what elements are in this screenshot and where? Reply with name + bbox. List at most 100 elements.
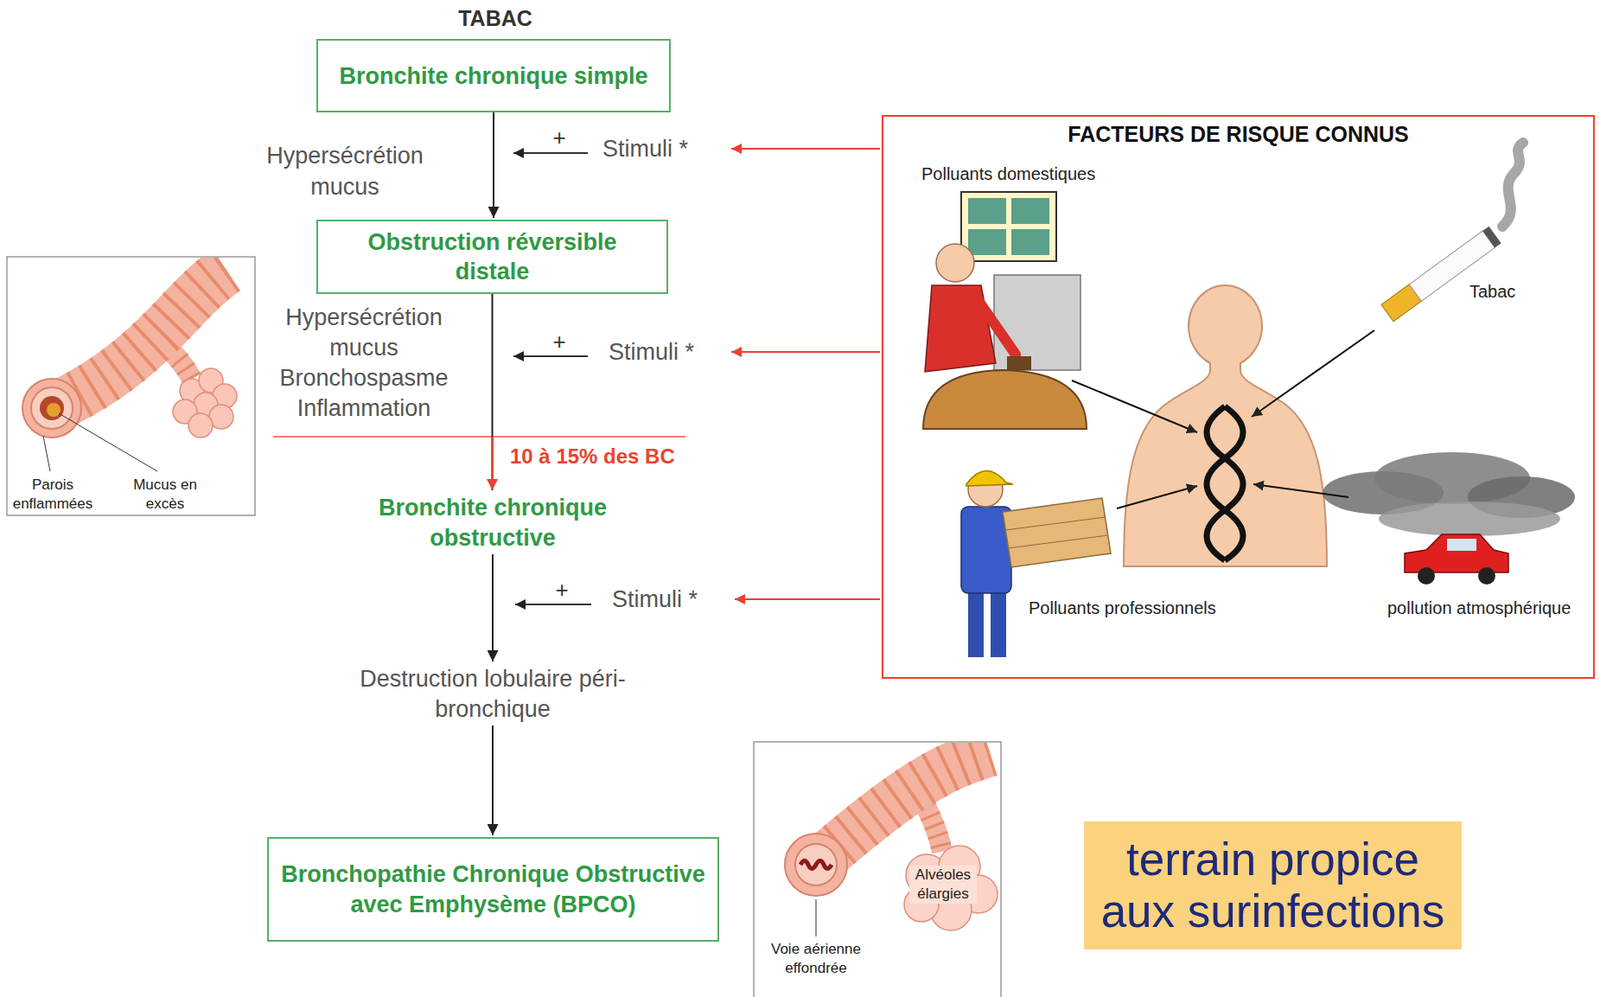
exposure-arrow (1071, 380, 1198, 433)
node-text: Bronchite chronique obstructive (358, 492, 627, 554)
worker-cap (966, 470, 1014, 486)
domestic-scene (923, 191, 1087, 429)
flow-arrow (492, 112, 495, 218)
narrowed-lumen (39, 395, 64, 421)
bronchus-section (784, 833, 848, 896)
process-note: Hypersécrétion mucus (273, 302, 455, 364)
stage-text: Bronchite chronique obstructive (358, 491, 627, 555)
cigarette (1381, 226, 1502, 322)
collapsed-lumen (800, 860, 832, 869)
process-box: Bronchite chronique simple (316, 38, 671, 113)
inflamed-wall (31, 387, 73, 429)
mucus (46, 402, 61, 417)
brush (1007, 356, 1032, 370)
bronchus-drawing (784, 752, 998, 931)
smoke (1502, 142, 1524, 227)
stimuli-label: Stimuli * (608, 338, 695, 365)
process-note: Inflammation (260, 393, 468, 424)
illustration-frame (6, 256, 255, 516)
dna-strand (1206, 406, 1244, 561)
part-label: Voie aérienne effondrée (766, 939, 867, 978)
node-text: Obstruction réversible distale (344, 227, 641, 287)
leader-line (815, 898, 817, 937)
risk-factor-illustration (923, 142, 1575, 657)
threshold-line (273, 435, 686, 438)
panel-heading: FACTEURS DE RISQUE CONNUS (1067, 120, 1409, 148)
node-text: Bronchopathie Chronique Obstructive avec… (275, 859, 711, 920)
part-label: Mucus en excès (128, 475, 203, 514)
car-window (1447, 538, 1477, 551)
enlarged-alveoli (904, 845, 998, 931)
process-note: Bronchospasme (260, 363, 468, 394)
alveolus (188, 413, 213, 438)
bronchus-drawing (22, 269, 237, 438)
stimulus-arrow (513, 152, 588, 154)
stage-text: Destruction lobulaire péri-bronchique (358, 662, 627, 726)
exposure-arrow (1251, 330, 1375, 417)
window-pane (968, 197, 1007, 224)
risk-factor-label: pollution atmosphérique (1387, 597, 1571, 619)
window-pane (1011, 229, 1050, 255)
process-box: Bronchopathie Chronique Obstructive avec… (267, 836, 720, 942)
exposure-arrow (1253, 484, 1349, 498)
node-text: Bronchite chronique simple (338, 62, 648, 90)
stimuli-label: Stimuli * (611, 586, 698, 612)
part-label: Parois enflammées (9, 475, 96, 514)
stage-label: TABAC (434, 5, 556, 32)
percentage-note: 10 à 15% des BC (509, 443, 676, 470)
leader-line (58, 413, 158, 472)
airway-wall (795, 843, 837, 886)
process-note: Hypersécrétion mucus (254, 140, 436, 203)
planks (1002, 497, 1111, 568)
bronchus-rings (51, 269, 227, 408)
emphysema-illustration (753, 741, 1001, 997)
risk-arrow (734, 598, 880, 600)
flow-arrow-highlight (490, 436, 494, 485)
plus-sign: + (548, 578, 575, 601)
illustration-frame (753, 741, 1001, 997)
part-label: Alvéoles élargies (909, 865, 977, 904)
flow-arrow (491, 293, 494, 491)
risk-factor-label: Tabac (1469, 280, 1516, 302)
leader-line (43, 435, 51, 472)
risk-factor-panel: FACTEURS DE RISQUE CONNUS (881, 114, 1595, 679)
stimulus-arrow (513, 355, 588, 357)
flow-arrow (491, 725, 494, 836)
worker-leg (968, 587, 984, 657)
alveoli (172, 368, 237, 438)
smog-cloud (1378, 501, 1561, 536)
plank-edge (1005, 516, 1106, 530)
note-box: terrain propice aux surinfections (1083, 821, 1462, 950)
stimuli-label: Stimuli * (602, 135, 689, 162)
bronchus-section (22, 378, 82, 438)
process-box: Obstruction réversible distale (316, 219, 669, 294)
worker (961, 470, 1111, 657)
inflamed-bronchus-illustration (6, 256, 255, 516)
human-torso (1123, 285, 1327, 567)
plus-sign: + (546, 330, 573, 353)
risk-factor-label: Polluants domestiques (921, 163, 1096, 185)
car-body (1404, 534, 1509, 573)
air-pollution (1322, 452, 1575, 585)
bronchus-tube (51, 269, 227, 408)
car-wheel (1478, 567, 1496, 585)
node-text: terrain propice aux surinfections (1096, 833, 1450, 938)
person-arm (976, 298, 1016, 355)
window-pane (968, 229, 1007, 255)
kitchen-unit (994, 274, 1081, 370)
exposure-arrow (1116, 485, 1198, 509)
risk-factor-label: Polluants professionnels (1028, 597, 1217, 619)
window (961, 191, 1057, 262)
plus-sign: + (546, 126, 573, 149)
plank-edge (1007, 535, 1109, 549)
person-head (936, 243, 975, 282)
car-wheel (1417, 567, 1435, 585)
node-text: Destruction lobulaire péri-bronchique (358, 663, 627, 725)
stimulus-arrow (515, 603, 592, 606)
dna-strand (1206, 406, 1244, 561)
table (923, 369, 1087, 429)
person-body (924, 285, 996, 372)
worker-leg (990, 587, 1007, 657)
